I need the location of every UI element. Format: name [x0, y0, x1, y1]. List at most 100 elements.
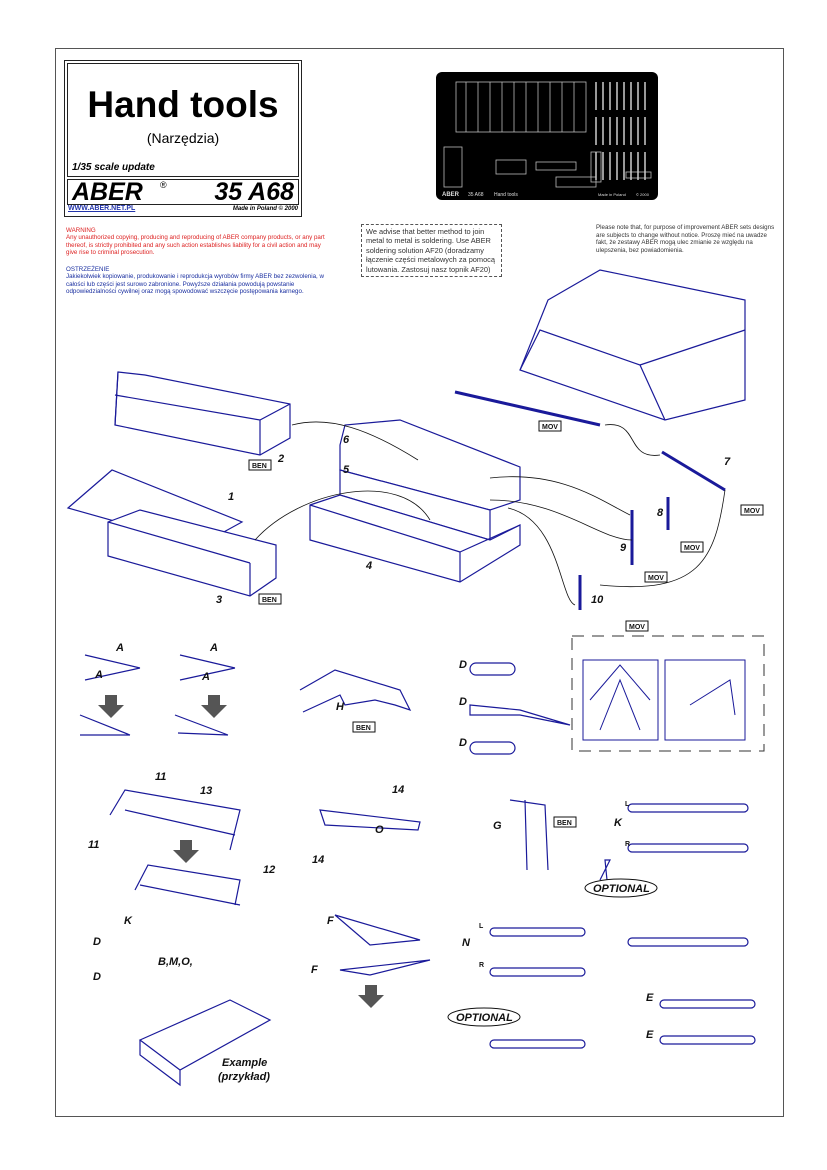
ben-tag: BEN — [356, 725, 371, 732]
part-6-label: 6 — [343, 434, 350, 446]
warning-block: WARNING Any unauthorized copying, produc… — [66, 227, 326, 257]
part-8-label: 8 — [657, 507, 664, 519]
fret-code: 35 A68 — [468, 192, 484, 198]
part-f-label: F — [311, 964, 318, 976]
right-label: R — [625, 841, 630, 848]
part-7-label: 7 — [724, 456, 731, 468]
brand-logo: ABER — [72, 178, 143, 206]
wrench-k-r — [627, 843, 749, 853]
warning-text: Any unauthorized copying, producing and … — [66, 234, 325, 257]
page-frame — [55, 48, 784, 1117]
registered-mark: ® — [160, 180, 167, 190]
part-14-label: 14 — [312, 854, 324, 866]
part-14-label: 14 — [392, 784, 404, 796]
soldering-advice: We advise that better method to join met… — [361, 224, 502, 278]
mov-tag-box — [680, 541, 704, 553]
page-title: Hand tools — [87, 84, 279, 125]
part-a-label: A — [201, 671, 210, 683]
assembled-toolbox — [519, 269, 746, 421]
ben-tag: BEN — [262, 597, 277, 604]
scale-note: 1/35 scale update — [72, 162, 155, 173]
part-d-label: D — [459, 737, 467, 749]
change-notice: Please note that, for purpose of improve… — [596, 224, 775, 254]
part-d-bottom — [469, 741, 516, 755]
part-12-label: 12 — [263, 864, 275, 876]
part-a-label: A — [115, 642, 124, 654]
mov-tag-box — [740, 504, 764, 516]
part-1-label: 1 — [228, 491, 234, 503]
wrench-k-l — [627, 803, 749, 813]
polish-warning-title: OSTRZEŻENIE — [66, 266, 110, 273]
cutters-drawing — [174, 654, 236, 736]
set-code: 35 A68 — [214, 178, 294, 206]
part-d-top — [469, 662, 516, 676]
hacksaw-assembled — [134, 864, 241, 906]
tool-drawings — [79, 654, 756, 1087]
ben-tag-box — [553, 816, 577, 828]
scissors-folded — [339, 959, 431, 976]
part-13-label: 13 — [200, 785, 212, 797]
pliers-drawing — [79, 654, 141, 736]
part-4-label: 4 — [365, 560, 372, 572]
website-link[interactable]: WWW.ABER.NET.PL — [68, 205, 136, 212]
left-label: L — [625, 801, 630, 808]
part-d-label: D — [459, 696, 467, 708]
page-subtitle: (Narzędzia) — [146, 130, 220, 146]
optional-badge-k — [584, 878, 658, 898]
mov-tag-box — [644, 571, 668, 583]
part-2-tray — [114, 371, 291, 456]
fret-name: Hand tools — [494, 192, 518, 198]
part-10-label: 10 — [591, 594, 604, 606]
title-panel: Hand tools (Narzędzia) 1/35 scale update — [67, 63, 299, 177]
bmo-label: B,M,O, — [158, 956, 193, 968]
part-n-label: N — [462, 937, 471, 949]
example-tray-drawing — [138, 999, 272, 1087]
part-e-label: E — [646, 992, 654, 1004]
brand-bar: ABER ® 35 A68 — [67, 178, 299, 206]
wrench-n-optional — [489, 1039, 586, 1049]
detail-inset — [571, 635, 765, 752]
wrench-n-l — [489, 927, 586, 937]
part-3-tray — [107, 509, 277, 597]
part-2-label: 2 — [277, 453, 284, 465]
mov-tag: MOV — [744, 508, 760, 515]
title-block: Hand tools (Narzędzia) 1/35 scale update… — [64, 60, 302, 217]
down-arrows — [98, 695, 384, 1008]
photo-etch-fret-image: ABER 35 A68 Hand tools Made in Poland © … — [436, 72, 658, 200]
wrench-e-bottom — [659, 1035, 756, 1045]
part-d-label: D — [459, 659, 467, 671]
optional-badge-n — [447, 1007, 521, 1027]
part-a-label: A — [209, 642, 218, 654]
left-label: L — [479, 923, 484, 930]
wrench-e-top — [659, 999, 756, 1009]
inset-drawings — [582, 659, 746, 741]
part-3-label: 3 — [216, 594, 222, 606]
fret-brand: ABER — [442, 192, 460, 198]
warning-title: WARNING — [66, 227, 96, 234]
fret-made-in: Made in Poland — [598, 192, 626, 197]
part-f-label: F — [327, 915, 334, 927]
mov-tag: MOV — [542, 424, 558, 431]
mov-tag: MOV — [684, 545, 700, 552]
optional-label: OPTIONAL — [593, 883, 650, 895]
file-drawing — [319, 809, 421, 831]
part-g-label: G — [493, 820, 502, 832]
wrench-n-r — [489, 967, 586, 977]
example-pl-label: (przykład) — [218, 1071, 270, 1083]
optional-label: OPTIONAL — [456, 1012, 513, 1024]
mov-tag-box — [625, 620, 649, 632]
ben-tag-box — [352, 721, 376, 733]
toolbox-parts — [66, 269, 746, 610]
goggles-drawing — [299, 669, 412, 713]
wrench-k-optional — [627, 937, 749, 947]
ben-tag-box — [248, 459, 272, 471]
mov-tag: MOV — [629, 624, 645, 631]
polish-warning-text: Jakiekolwiek kopiowanie, produkowanie i … — [66, 273, 324, 296]
scissors-drawing — [334, 914, 421, 946]
part-d-label: D — [93, 971, 101, 983]
part-e-label: E — [646, 1029, 654, 1041]
part-h-label: H — [336, 701, 345, 713]
part-11-label: 11 — [155, 771, 166, 783]
